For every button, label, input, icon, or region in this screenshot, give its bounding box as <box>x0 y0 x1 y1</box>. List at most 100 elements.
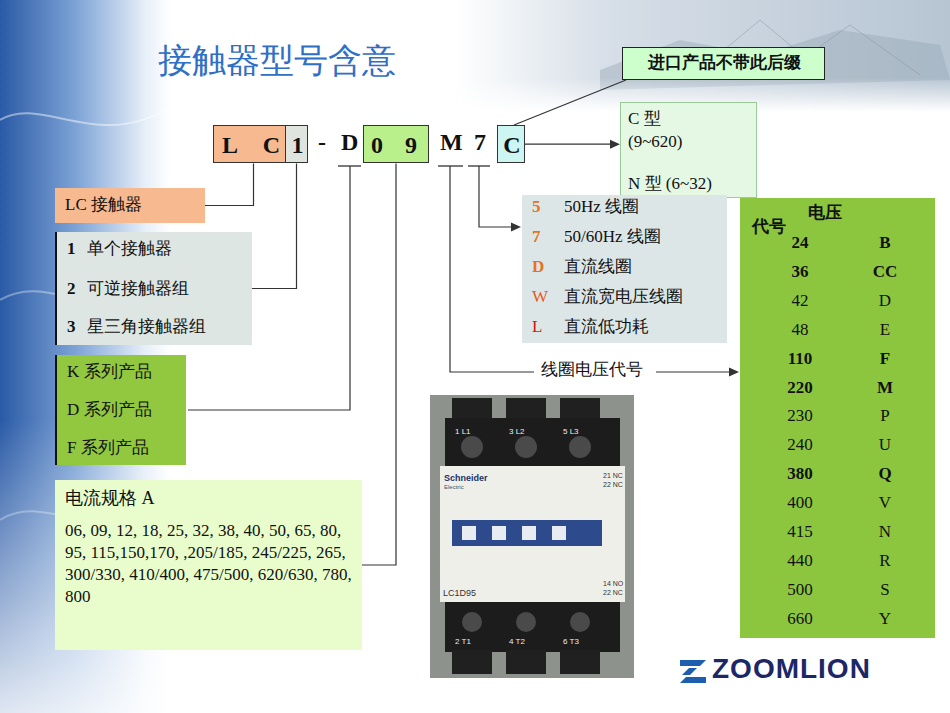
terminal-marking: 4 T2 <box>509 637 525 647</box>
node-text: W <box>532 286 548 309</box>
meaning-box: 1单个接触器2可逆接触器组3星三角接触器组 <box>55 232 252 345</box>
node-text: 3 <box>67 316 76 339</box>
node-text: N 型 (6~32) <box>628 173 712 196</box>
node-text: 星三角接触器组 <box>87 316 206 339</box>
node-text: C <box>503 129 520 161</box>
voltage-table: 电压代号24B36CC42D48E110F220M230P240U380Q400… <box>740 198 935 638</box>
connector <box>205 163 254 205</box>
terminal-marking: 6 T3 <box>563 637 579 647</box>
meaning-box: 电流规格 A 06, 09, 12, 18, 25, 32, 38, 40, 50… <box>55 480 362 650</box>
terminal-marking: 22 NC <box>603 481 623 489</box>
connector <box>514 80 626 125</box>
code-letter: M <box>440 128 463 157</box>
code-box: 0 9 <box>363 125 429 163</box>
node-text: D <box>532 256 544 279</box>
connector-line <box>205 163 254 205</box>
connector-line <box>525 144 612 145</box>
terminal-screw <box>461 436 483 458</box>
contactor-body <box>440 466 625 602</box>
code-letter: 7 <box>474 128 486 157</box>
arrowhead <box>511 223 521 232</box>
window-slot <box>462 526 476 540</box>
leader-line <box>479 166 512 227</box>
terminal-marking: 5 L3 <box>563 427 579 437</box>
terminal-bottom <box>452 650 492 674</box>
slide-title: 接触器型号含意 <box>158 40 396 81</box>
node-text: L C <box>222 129 290 161</box>
node-text: 400 <box>787 492 813 515</box>
node-text: 直流低功耗 <box>564 316 649 339</box>
terminal-marking: 1 L1 <box>455 427 471 437</box>
arrowhead <box>610 140 620 149</box>
callout-text: 线圈电压代号 <box>538 360 646 380</box>
node-text: Q <box>878 463 891 486</box>
node-text: 1 <box>292 129 304 161</box>
coil-box: 550Hz 线圈750/60Hz 线圈D直流线圈W直流宽电压线圈L直流低功耗 <box>522 195 727 343</box>
contactor-bottom-block <box>445 602 620 652</box>
terminal-marking: 22 NC <box>603 589 623 597</box>
node-text: 进口产品不带此后缀 <box>648 52 801 75</box>
terminal-screw <box>515 436 537 458</box>
code-box: 1 <box>285 125 308 163</box>
header-photo <box>455 0 950 112</box>
brand-mark: Electric <box>444 484 464 491</box>
node-text: M <box>877 377 893 400</box>
node-text: 500 <box>787 579 813 602</box>
terminal-bottom <box>560 650 600 674</box>
node-text: F 系列产品 <box>67 437 149 460</box>
node-text: N <box>879 521 891 544</box>
node-text: E <box>880 319 890 342</box>
node-text: R <box>879 550 890 573</box>
node-text: 440 <box>787 550 813 573</box>
node-text: 415 <box>787 521 813 544</box>
node-text: S <box>880 579 889 602</box>
terminal-bottom <box>506 650 546 674</box>
node-text: 可逆接触器组 <box>87 278 189 301</box>
terminal-marking: 2 T1 <box>455 637 471 647</box>
connector <box>362 163 396 565</box>
node-text: 110 <box>788 348 813 371</box>
arrowhead <box>729 368 739 377</box>
leader-line <box>656 371 730 372</box>
node-text: 电流规格 A <box>65 486 155 510</box>
code-letter: D <box>341 128 358 157</box>
node-text: Y <box>879 608 891 631</box>
connector <box>525 140 620 149</box>
wave-line <box>0 110 165 125</box>
node-text: 230 <box>787 405 813 428</box>
node-text: 06, 09, 12, 18, 25, 32, 38, 40, 50, 65, … <box>65 520 355 608</box>
meaning-box: LC 接触器 <box>55 188 205 223</box>
node-text: 电压 <box>808 202 842 225</box>
window-slot <box>522 526 536 540</box>
company-logo: ZOOMLION <box>712 652 871 686</box>
node-text: V <box>879 492 891 515</box>
node-text: 660 <box>787 608 813 631</box>
logo-stripe <box>680 660 706 666</box>
node-text: 50/60Hz 线圈 <box>564 226 661 249</box>
connector-line <box>514 80 626 125</box>
node-text: 直流宽电压线圈 <box>564 286 683 309</box>
terminal-screw <box>569 436 591 458</box>
logo-stripe <box>680 677 706 683</box>
connector-line <box>362 163 396 565</box>
logo-stripe <box>682 668 697 675</box>
code-separator: - <box>318 128 326 157</box>
terminal-screw <box>516 612 536 632</box>
node-text: F <box>880 348 890 371</box>
note-callout: 进口产品不带此后缀 <box>622 47 825 80</box>
node-text: 42 <box>792 290 809 313</box>
node-text: 7 <box>532 226 541 249</box>
node-text: 50Hz 线圈 <box>564 196 639 219</box>
brand-mark: Schneider <box>444 473 488 484</box>
node-text: K 系列产品 <box>67 361 152 384</box>
node-text: D 系列产品 <box>67 399 152 422</box>
contactor-top-block <box>445 418 620 466</box>
node-text: 240 <box>787 434 813 457</box>
connector <box>252 163 297 288</box>
model-marking: LC1D95 <box>443 588 476 599</box>
node-text: 1 <box>67 238 76 261</box>
node-text: 48 <box>792 319 809 342</box>
terminal-marking: 21 NC <box>603 472 623 480</box>
node-text: 2 <box>67 278 76 301</box>
meaning-box: K 系列产品 D 系列产品 F 系列产品 <box>55 355 186 465</box>
